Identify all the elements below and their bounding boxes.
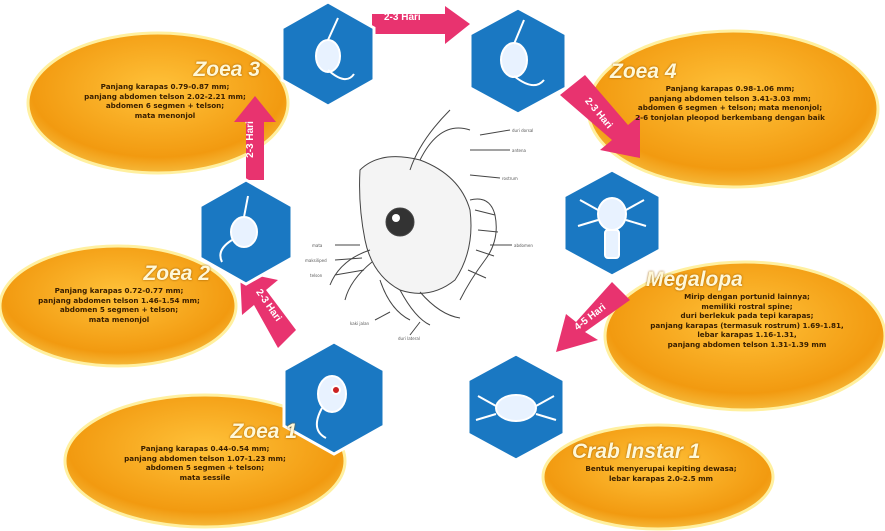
stage-line: abdomen 6 segmen + telson; mata menonjol… — [600, 103, 860, 113]
stage-line: panjang abdomen telson 1.31-1.39 mm — [622, 340, 872, 350]
stage-line: memiliki rostral spine; — [622, 302, 872, 312]
arrow-label-z2-z3: 2-3 Hari — [245, 121, 256, 158]
stage-title: Zoea 1 — [85, 420, 325, 444]
stage-line: Panjang karapas 0.72-0.77 mm; — [14, 286, 224, 296]
stage-line: Panjang karapas 0.44-0.54 mm; — [85, 444, 325, 454]
stage-line: lebar karapas 2.0-2.5 mm — [556, 474, 766, 484]
stage-crab1: Crab Instar 1 Bentuk menyerupai kepiting… — [556, 440, 766, 483]
stage-title: Megalopa — [622, 268, 872, 292]
stage-megalopa: Megalopa Mirip dengan portunid lainnya; … — [622, 268, 872, 349]
stage-zoea4: Zoea 4 Panjang karapas 0.98-1.06 mm; pan… — [600, 60, 860, 122]
center-larva-drawing — [330, 110, 512, 335]
stage-line: abdomen 6 segmen + telson; — [50, 101, 280, 111]
hex-megalopa — [564, 170, 660, 276]
stage-line: mata sessile — [85, 473, 325, 483]
hex-zoea3 — [282, 2, 374, 106]
center-label-2: antena — [512, 148, 527, 153]
stage-title: Zoea 4 — [600, 60, 860, 84]
stage-line: mata menonjol — [50, 111, 280, 121]
center-label-9: duri lateral — [398, 336, 420, 341]
arrow-label-z3-z4: 2-3 Hari — [384, 12, 421, 23]
stage-zoea2: Zoea 2 Panjang karapas 0.72-0.77 mm; pan… — [14, 262, 224, 324]
stage-line: duri berlekuk pada tepi karapas; — [622, 311, 872, 321]
center-label-6: maksiliped — [305, 258, 327, 263]
stage-line: Panjang karapas 0.98-1.06 mm; — [600, 84, 860, 94]
center-label-8: kaki jalan — [350, 321, 370, 326]
stage-line: Panjang karapas 0.79-0.87 mm; — [50, 82, 280, 92]
stage-line: abdomen 5 segmen + telson; — [14, 305, 224, 315]
stage-zoea3: Zoea 3 Panjang karapas 0.79-0.87 mm; pan… — [50, 58, 280, 120]
stage-line: 2-6 tonjolan pleopod berkembang dengan b… — [600, 113, 860, 123]
stage-line: Mirip dengan portunid lainnya; — [622, 292, 872, 302]
center-label-5: mata — [312, 243, 323, 248]
stage-line: panjang karapas (termasuk rostrum) 1.69-… — [622, 321, 872, 331]
center-label-1: duri dorsal — [512, 128, 533, 133]
stage-line: abdomen 5 segmen + telson; — [85, 463, 325, 473]
center-label-7: telson — [310, 273, 323, 278]
center-label-3: rostrum — [502, 176, 518, 181]
stage-line: panjang abdomen telson 3.41-3.03 mm; — [600, 94, 860, 104]
stage-zoea1: Zoea 1 Panjang karapas 0.44-0.54 mm; pan… — [85, 420, 325, 482]
center-label-4: abdomen — [514, 243, 533, 248]
stage-line: mata menonjol — [14, 315, 224, 325]
stage-title: Zoea 3 — [50, 58, 280, 82]
stage-line: lebar karapas 1.16-1.31, — [622, 330, 872, 340]
stage-line: panjang abdomen telson 1.07-1.23 mm; — [85, 454, 325, 464]
stage-line: panjang abdomen telson 1.46-1.54 mm; — [14, 296, 224, 306]
stage-title: Zoea 2 — [14, 262, 224, 286]
hex-zoea4 — [470, 8, 566, 114]
stage-line: Bentuk menyerupai kepiting dewasa; — [556, 464, 766, 474]
stage-title: Crab Instar 1 — [556, 440, 766, 464]
stage-line: panjang abdomen telson 2.02-2.21 mm; — [50, 92, 280, 102]
hex-crab1 — [468, 354, 564, 460]
